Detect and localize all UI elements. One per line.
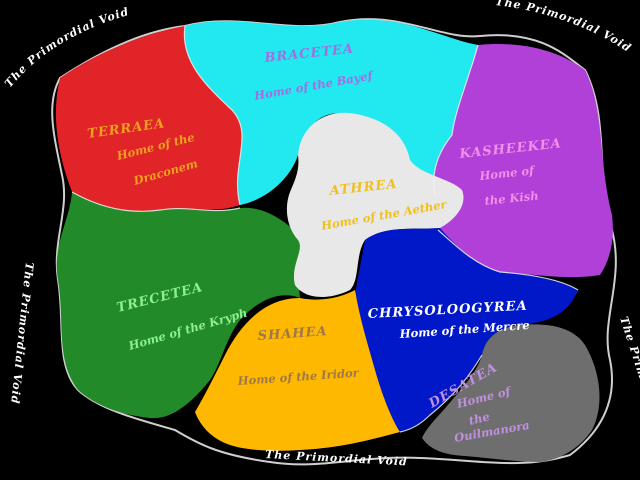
region-kasheekea[interactable] [433,44,613,278]
region-athrea[interactable] [286,112,464,297]
label-shahea: SHAHEA Home of the Iridor [236,324,360,388]
region-desatea[interactable] [422,324,600,462]
region-terraea[interactable] [55,26,243,212]
region-chrysoloogyrea[interactable] [354,228,578,432]
shahea-name: SHAHEA [257,324,328,344]
void-label-right: The Primordial Void [617,315,640,455]
void-label-left: The Primordial Void [8,262,36,405]
region-shahea[interactable] [195,290,400,451]
void-label-bottom: The Primordial Void [265,448,408,468]
region-trecetea[interactable] [56,192,310,419]
kasheekea-line1: Home of [478,163,537,183]
continent-outline [51,18,617,466]
athrea-name: ATHREA [327,177,398,199]
region-borders [71,25,579,433]
kasheekea-line2: the Kish [484,188,539,208]
desatea-line2: the [467,409,491,428]
